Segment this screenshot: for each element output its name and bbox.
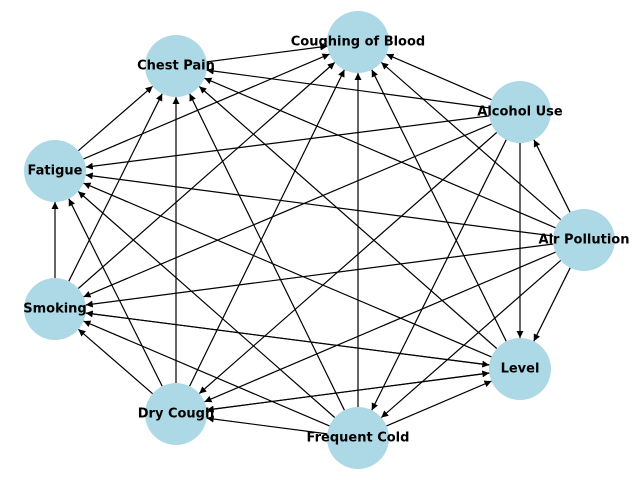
edge-alcohol_use-to-smoking (83, 123, 492, 298)
edge-dry_cough-to-coughing_of_blood (189, 69, 345, 387)
node-circle (489, 81, 551, 143)
node-label: Fatigue (28, 164, 83, 179)
edges-layer (51, 43, 571, 435)
edge-air_pollution-to-level (533, 267, 571, 342)
edge-alcohol_use-to-coughing_of_blood (386, 53, 492, 101)
node-label: Level (501, 362, 540, 377)
edge-level-to-coughing_of_blood (371, 69, 507, 342)
node-smoking: Smoking (23, 278, 87, 340)
edge-smoking-to-chest_pain (68, 93, 163, 282)
node-label: Dry Cough (138, 407, 215, 422)
node-chest_pain: Chest Pain (137, 35, 215, 97)
node-level: Level (489, 338, 551, 400)
node-circle (327, 407, 389, 469)
node-circle (553, 209, 615, 271)
node-frequent_cold: Frequent Cold (307, 407, 410, 469)
node-dry_cough: Dry Cough (138, 383, 215, 445)
edge-chest_pain-to-coughing_of_blood (206, 43, 328, 63)
node-circle (489, 338, 551, 400)
edge-fatigue-to-coughing_of_blood (83, 53, 330, 160)
node-label: Chest Pain (137, 59, 215, 74)
edge-frequent_cold-to-level (386, 380, 492, 427)
node-coughing_of_blood: Coughing of Blood (291, 11, 425, 73)
node-fatigue: Fatigue (24, 140, 86, 202)
edge-air_pollution-to-dry_cough (204, 251, 556, 403)
edge-dry_cough-to-smoking (78, 328, 153, 395)
edge-alcohol_use-to-dry_cough (198, 132, 498, 394)
node-circle (24, 278, 86, 340)
edge-frequent_cold-to-smoking (83, 320, 330, 427)
node-circle (24, 140, 86, 202)
edge-air_pollution-to-smoking (85, 243, 554, 308)
edge-smoking-to-coughing_of_blood (77, 62, 336, 289)
edge-air_pollution-to-frequent_cold (380, 259, 562, 419)
node-label: Coughing of Blood (291, 35, 425, 50)
edge-air_pollution-to-alcohol_use (533, 139, 571, 213)
node-circle (327, 11, 389, 73)
edge-fatigue-to-chest_pain (78, 85, 153, 152)
node-circle (145, 35, 207, 97)
edge-dry_cough-to-fatigue (68, 198, 163, 387)
edge-air_pollution-to-chest_pain (204, 77, 556, 229)
node-label: Air Pollution (539, 233, 630, 248)
edge-level-to-smoking (85, 310, 490, 366)
node-air_pollution: Air Pollution (539, 209, 630, 271)
edge-frequent_cold-to-chest_pain (189, 93, 345, 411)
edge-frequent_cold-to-fatigue (77, 191, 336, 418)
node-label: Smoking (23, 302, 87, 317)
edge-level-to-chest_pain (198, 86, 498, 349)
edge-alcohol_use-to-chest_pain (206, 67, 490, 109)
node-circle (145, 383, 207, 445)
edge-level-to-dry_cough (206, 372, 490, 413)
edge-alcohol_use-to-frequent_cold (371, 139, 507, 411)
node-label: Alcohol Use (477, 105, 563, 120)
edge-air_pollution-to-fatigue (85, 172, 554, 237)
node-alcohol_use: Alcohol Use (477, 81, 563, 143)
node-label: Frequent Cold (307, 431, 410, 446)
edge-level-to-fatigue (83, 182, 492, 358)
edge-alcohol_use-to-fatigue (85, 115, 490, 170)
edge-frequent_cold-to-dry_cough (206, 415, 328, 435)
edge-air_pollution-to-coughing_of_blood (380, 61, 562, 221)
